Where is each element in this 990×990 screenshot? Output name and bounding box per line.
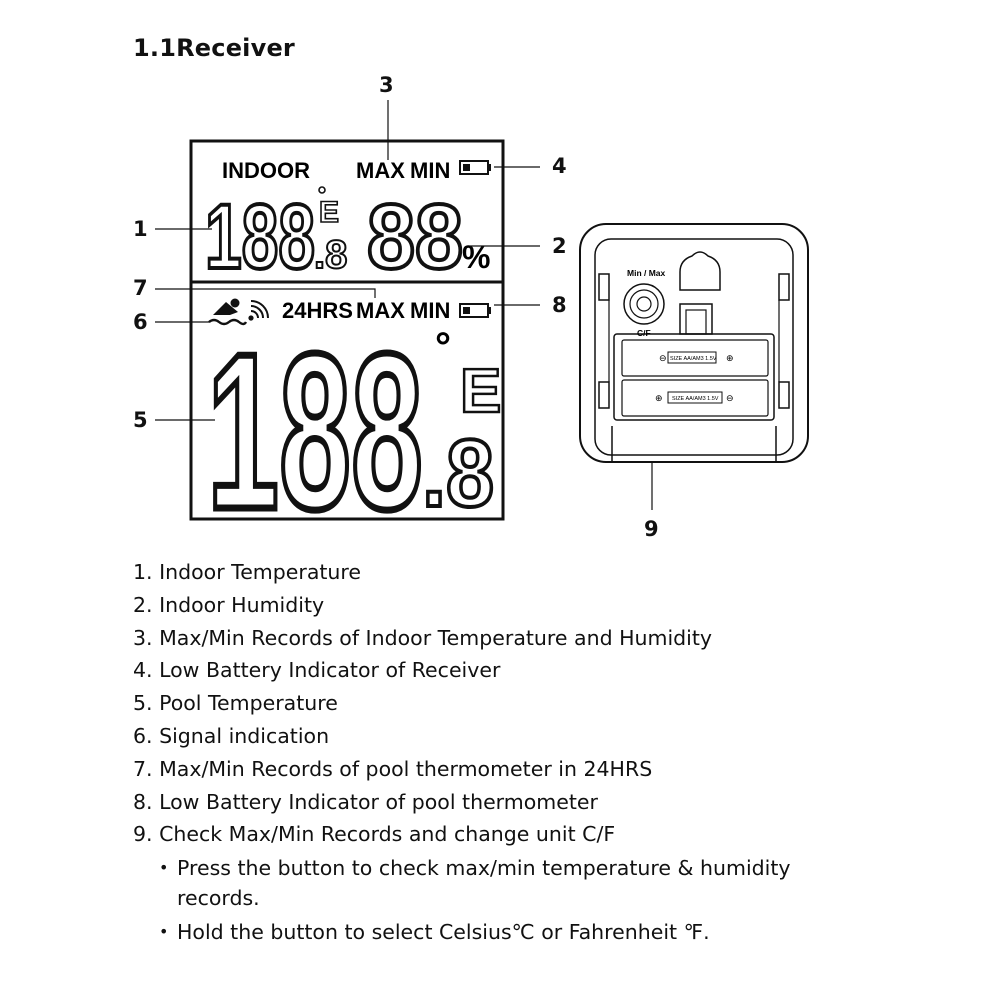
indoor-min-label: MIN bbox=[410, 158, 450, 183]
legend-item: 7. Max/Min Records of pool thermometer i… bbox=[133, 756, 653, 781]
callout-7: 7 bbox=[133, 276, 148, 300]
callout-5: 5 bbox=[133, 408, 148, 432]
button-label-bottom: C/F bbox=[637, 328, 651, 338]
indoor-label: INDOOR bbox=[222, 158, 310, 183]
callout-6: 6 bbox=[133, 310, 148, 334]
bullet-press: Press the button to check max/min temper… bbox=[159, 853, 817, 913]
indoor-temp-decimal: .8 bbox=[314, 233, 347, 277]
min-max-button[interactable] bbox=[623, 283, 665, 325]
callout-8: 8 bbox=[552, 293, 567, 317]
battery-minus-2: ⊖ bbox=[726, 394, 734, 404]
battery-label-2: SIZE AA/AM3 1.5V bbox=[672, 396, 719, 402]
pool-temp-digits: 188 bbox=[207, 308, 423, 556]
button-label-top: Min / Max bbox=[627, 268, 666, 278]
pool-max-label: MAX bbox=[356, 298, 405, 323]
battery-minus-1: ⊖ bbox=[659, 354, 667, 364]
indoor-temp-digits: 188 bbox=[205, 186, 315, 288]
callout-2: 2 bbox=[552, 234, 567, 258]
indoor-degree-icon bbox=[318, 186, 326, 194]
instruction-bullets: Press the button to check max/min temper… bbox=[133, 853, 853, 947]
pool-min-label: MIN bbox=[410, 298, 450, 323]
legend-item: 6. Signal indication bbox=[133, 723, 330, 748]
hours-label: 24HRS bbox=[282, 298, 353, 323]
callout-1: 1 bbox=[133, 217, 148, 241]
humidity-digits: 88 bbox=[367, 186, 463, 288]
indoor-max-label: MAX bbox=[356, 158, 405, 183]
callout-3: 3 bbox=[379, 73, 394, 97]
humidity-unit: % bbox=[462, 239, 490, 275]
bullet-hold: Hold the button to select Celsius℃ or Fa… bbox=[159, 917, 853, 947]
legend-item: 9. Check Max/Min Records and change unit… bbox=[133, 822, 616, 847]
pool-temp-decimal: .8 bbox=[422, 420, 494, 527]
legend-item: 3. Max/Min Records of Indoor Temperature… bbox=[133, 625, 713, 650]
receiver-back-panel: ⊖ ⊕ ⊕ ⊖ SIZE AA/AM3 1.5V SIZE AA/AM3 1.5… bbox=[579, 223, 809, 463]
legend-item: 5. Pool Temperature bbox=[133, 691, 338, 716]
section-title: 1.1Receiver bbox=[133, 34, 295, 62]
legend-list: 1. Indoor Temperature 2. Indoor Humidity… bbox=[133, 556, 853, 851]
legend: 1. Indoor Temperature 2. Indoor Humidity… bbox=[133, 556, 853, 947]
pool-battery-icon bbox=[459, 303, 491, 318]
legend-item: 2. Indoor Humidity bbox=[133, 592, 325, 617]
callout-9: 9 bbox=[644, 517, 659, 541]
receiver-battery-icon bbox=[459, 160, 491, 175]
battery-plus-2: ⊕ bbox=[655, 394, 663, 404]
pool-temp-unit: E bbox=[460, 357, 501, 426]
legend-item: 8. Low Battery Indicator of pool thermom… bbox=[133, 789, 598, 814]
swimmer-icon bbox=[208, 298, 248, 326]
pool-temp-degree: ° bbox=[435, 325, 451, 369]
battery-label-1: SIZE AA/AM3 1.5V bbox=[670, 356, 717, 362]
callout-4: 4 bbox=[552, 154, 567, 178]
battery-plus-1: ⊕ bbox=[726, 354, 734, 364]
signal-icon bbox=[248, 300, 269, 321]
legend-item: 1. Indoor Temperature bbox=[133, 560, 362, 584]
indoor-temp-unit: E bbox=[319, 196, 339, 229]
lcd-frame bbox=[189, 139, 505, 521]
legend-item: 4. Low Battery Indicator of Receiver bbox=[133, 658, 501, 683]
